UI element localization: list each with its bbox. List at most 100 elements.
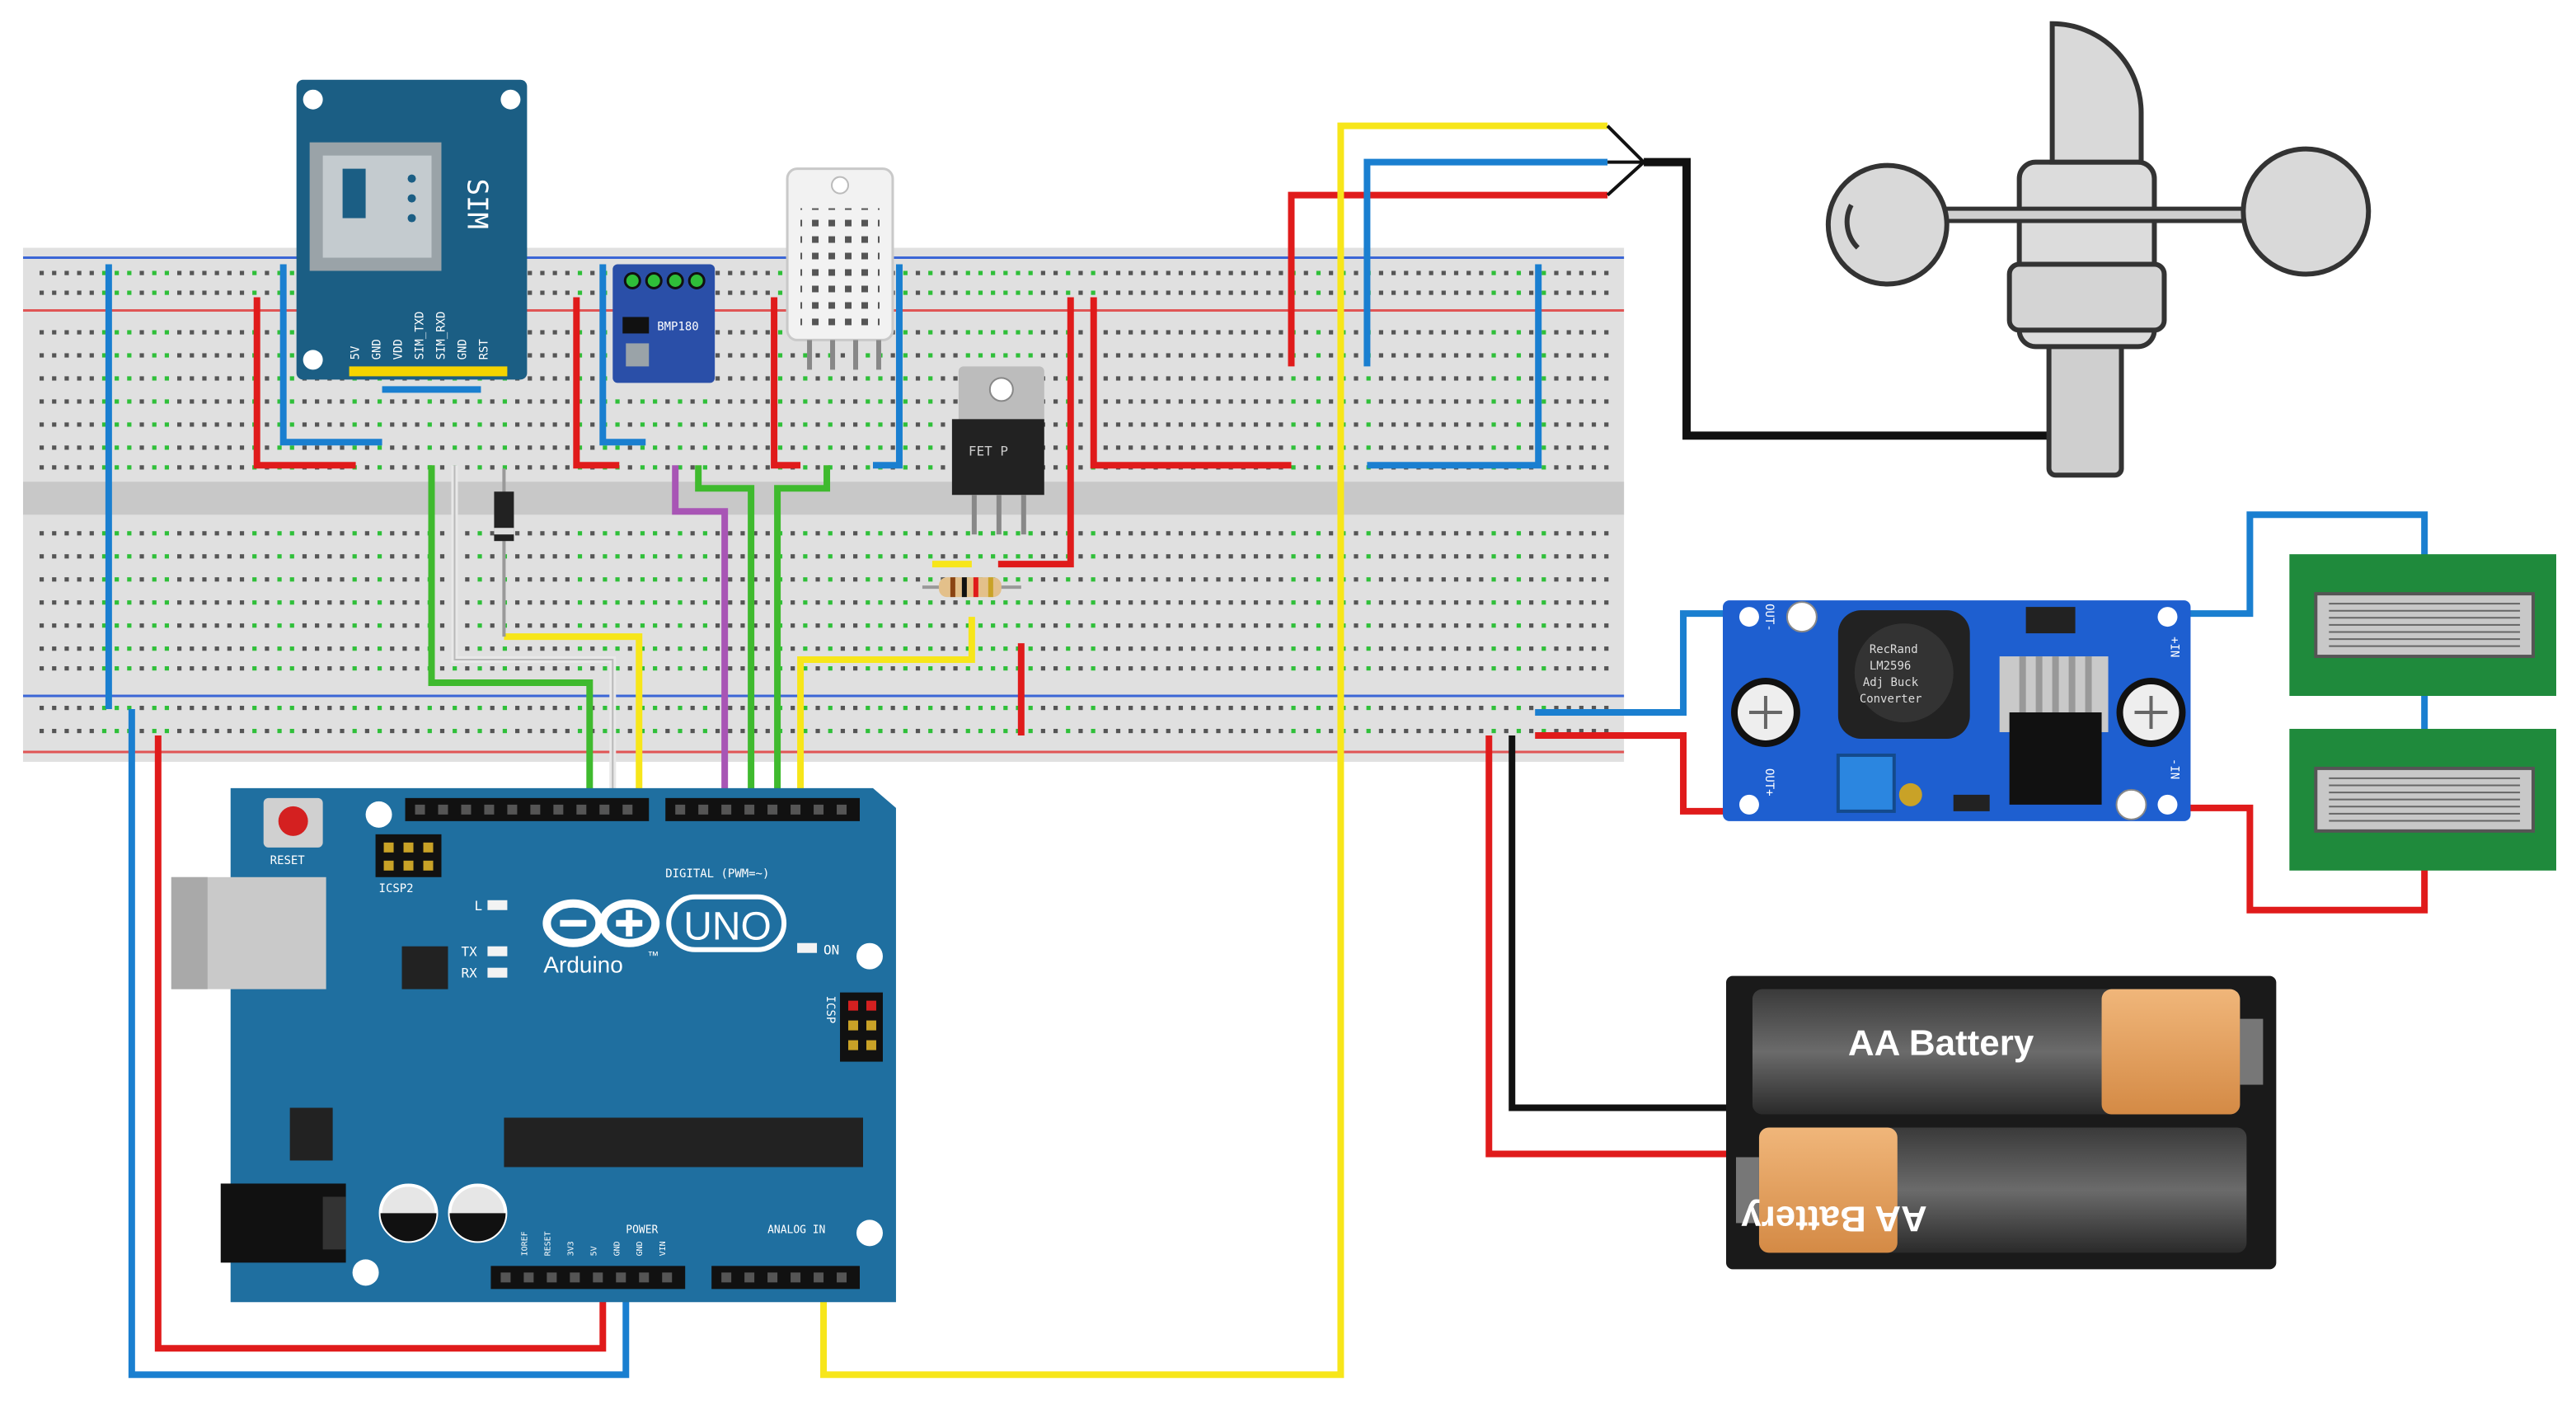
breadboard-hole [1579,353,1584,358]
breadboard-hole [415,465,420,470]
breadboard-hole [1128,666,1133,671]
breadboard-hole [1016,531,1021,536]
breadboard-hole [853,577,858,582]
breadboard-hole [115,600,120,605]
breadboard-hole [1178,422,1184,427]
breadboard-hole [402,445,407,450]
breadboard-hole [127,445,132,450]
rail-hole [1141,705,1146,711]
breadboard-hole [1466,399,1471,404]
breadboard-hole [1416,600,1421,605]
buck-potentiometer[interactable] [1836,753,1896,813]
breadboard-hole [678,531,683,536]
rail-hole [1066,290,1071,295]
breadboard-hole [991,646,996,651]
breadboard-hole [791,623,795,628]
breadboard-hole [1504,531,1509,536]
breadboard-hole [315,623,320,628]
breadboard-hole [1266,646,1271,651]
breadboard-hole [1166,531,1171,536]
arduino-icsp-label: ICSP [823,996,837,1024]
breadboard-hole [402,646,407,651]
rail-hole [176,290,182,295]
wire-dht-red [771,297,801,469]
rail-hole [39,290,45,295]
digital-pin [553,804,564,815]
breadboard-hole [465,666,470,671]
breadboard-hole [1204,646,1208,651]
rail-hole [439,705,445,711]
breadboard-hole [77,646,82,651]
breadboard-hole [765,465,770,470]
breadboard-hole [289,554,294,559]
breadboard-hole [1504,600,1509,605]
bmp180-sensor: BMP180 [612,264,716,383]
breadboard-hole [653,531,658,536]
breadboard-hole [1266,666,1271,671]
breadboard-hole [1128,577,1133,582]
rail-hole [1028,270,1033,275]
breadboard-hole [1329,330,1334,335]
breadboard-hole [1416,376,1421,381]
breadboard-hole [715,353,720,358]
breadboard-hole [1566,399,1571,404]
breadboard-hole [1216,376,1221,381]
breadboard-hole [528,399,533,404]
breadboard-hole [978,531,983,536]
breadboard-hole [740,646,745,651]
breadboard-hole [239,422,245,427]
breadboard-hole [866,577,870,582]
breadboard-hole [1291,445,1296,450]
breadboard-hole [415,422,420,427]
breadboard-hole [978,666,983,671]
breadboard-hole [227,577,232,582]
rail-hole [978,290,983,295]
breadboard-hole [377,465,382,470]
breadboard-hole [202,330,207,335]
breadboard-hole [1391,330,1396,335]
breadboard-hole [127,531,132,536]
breadboard-hole [1378,445,1383,450]
breadboard-hole [1053,600,1058,605]
breadboard-hole [127,577,132,582]
analog-pin [721,1272,732,1283]
breadboard-hole [1529,666,1534,671]
breadboard-hole [1279,422,1283,427]
breadboard-hole [777,422,783,427]
power-pin-label: GND [612,1241,622,1256]
breadboard-hole [815,465,820,470]
breadboard-hole [765,422,770,427]
rail-hole [39,728,45,734]
rail-hole [715,728,720,734]
breadboard-hole [1378,600,1383,605]
breadboard-hole [1378,399,1383,404]
breadboard-hole [1566,646,1571,651]
breadboard-hole [728,353,733,358]
rail-hole [1279,270,1283,275]
rail-hole [1554,270,1559,275]
rail-hole [1529,270,1534,275]
rail-hole [1566,705,1571,711]
rail-hole [1441,290,1446,295]
breadboard-hole [277,554,282,559]
breadboard-hole [991,353,996,358]
wire-fet-yellow [797,617,975,808]
breadboard-hole [1491,422,1496,427]
breadboard-hole [740,376,745,381]
breadboard-hole [1466,600,1471,605]
breadboard-hole [941,376,945,381]
breadboard-hole [502,646,508,651]
arduino-reset-cap[interactable] [278,806,308,836]
buck-ic-leg [2085,656,2092,712]
breadboard-hole [1279,646,1283,651]
breadboard-hole [402,600,407,605]
breadboard-hole [1291,623,1296,628]
icsp-pin [866,1000,876,1011]
rail-hole [1466,728,1471,734]
breadboard-hole [340,600,345,605]
rail-hole [1003,290,1008,295]
rail-hole [377,728,382,734]
buck-trim-screw[interactable] [1898,782,1922,806]
breadboard-hole [890,353,895,358]
